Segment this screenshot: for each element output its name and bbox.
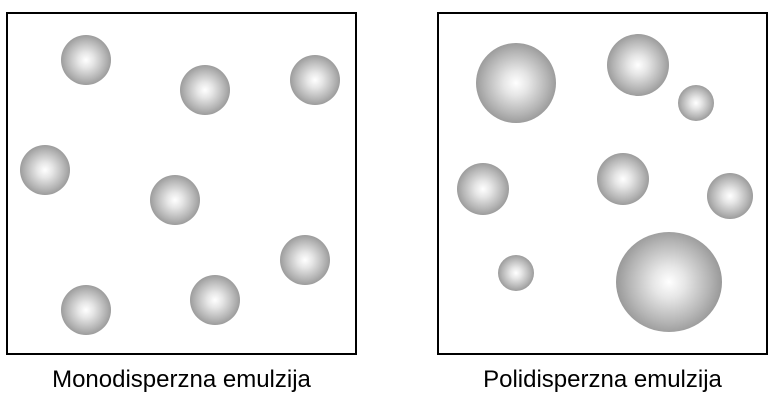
droplet: [678, 85, 714, 121]
droplet: [607, 34, 669, 96]
droplet: [476, 43, 556, 123]
droplet: [707, 173, 753, 219]
droplet: [190, 275, 240, 325]
monodisperse-emulsion-panel: [6, 12, 357, 355]
droplet: [61, 35, 111, 85]
droplet: [61, 285, 111, 335]
polydisperse-caption: Polidisperzna emulzija: [483, 366, 722, 393]
droplet: [150, 175, 200, 225]
droplet: [616, 232, 722, 332]
droplet: [20, 145, 70, 195]
droplet: [597, 153, 649, 205]
droplet: [290, 55, 340, 105]
polydisperse-emulsion-panel: [437, 12, 768, 355]
droplet: [180, 65, 230, 115]
droplet: [498, 255, 534, 291]
droplet: [457, 163, 509, 215]
droplet: [280, 235, 330, 285]
monodisperse-caption: Monodisperzna emulzija: [52, 366, 311, 393]
